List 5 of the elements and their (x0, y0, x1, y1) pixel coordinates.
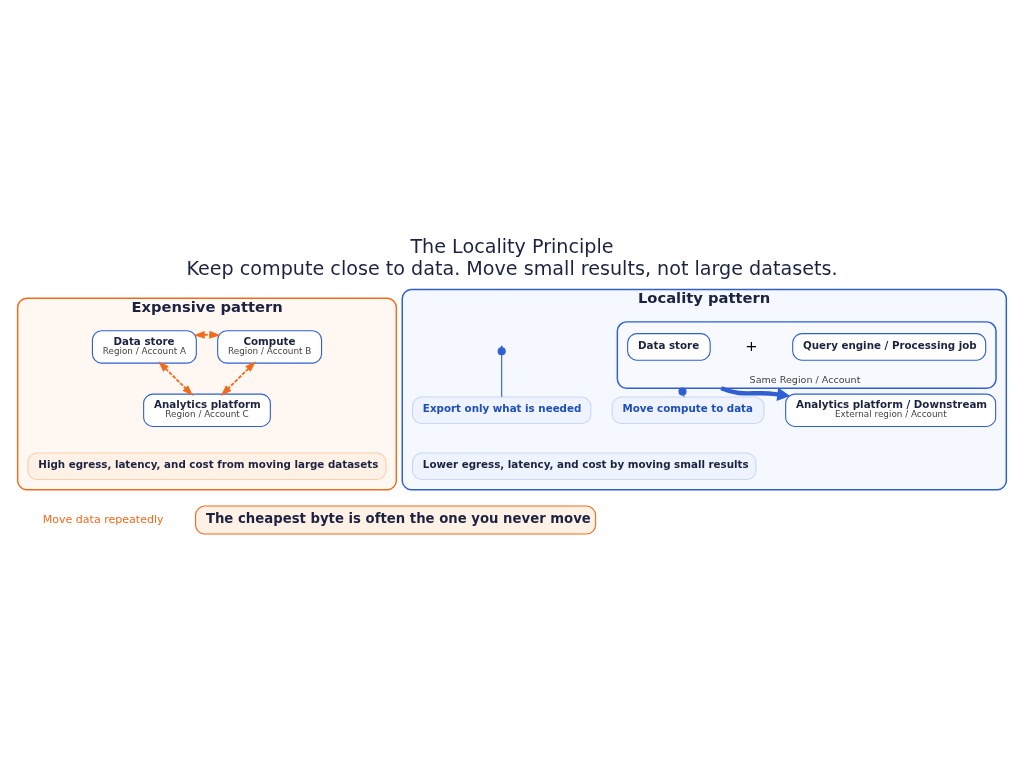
node-label: Same Region / Account (749, 373, 861, 385)
diagram-title: The Locality Principle (410, 234, 614, 258)
label: Move data repeatedly (42, 512, 164, 526)
caption: Keep compute close to data. Move small results, not large datasets. (186, 256, 838, 280)
label: + (745, 336, 758, 354)
